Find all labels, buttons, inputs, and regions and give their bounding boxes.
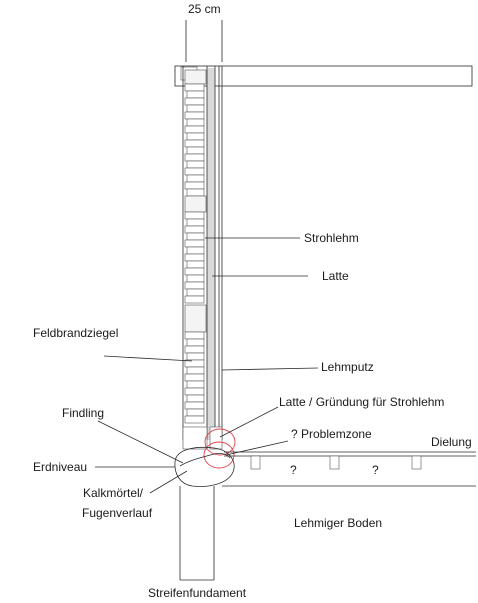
joist-3 <box>411 455 422 470</box>
label-lehmiger-boden: Lehmiger Boden <box>294 516 382 530</box>
brick-block <box>184 195 207 213</box>
brick <box>184 211 205 220</box>
leader-kalkmoertel <box>149 470 188 494</box>
problem-circle-1 <box>204 428 236 456</box>
label-kalkmoertel-2: Fugenverlauf <box>82 506 153 520</box>
label-erdniveau: Erdniveau <box>33 460 87 474</box>
leader-findling <box>97 420 184 464</box>
brick-courses <box>184 69 207 424</box>
brick <box>186 408 205 417</box>
brick <box>184 153 205 162</box>
leader-latte-gruendung <box>219 406 279 438</box>
brick <box>186 338 205 347</box>
brick <box>184 345 205 354</box>
label-feldbrandziegel: Feldbrandziegel <box>33 326 118 340</box>
label-strohlehm: Strohlehm <box>304 231 359 245</box>
label-kalkmoertel-1: Kalkmörtel/ <box>83 486 144 500</box>
brick <box>184 225 205 234</box>
leader-lehmputz <box>221 367 319 371</box>
kalkmoertel-line <box>179 452 231 467</box>
brick <box>186 90 205 99</box>
brick <box>184 97 205 106</box>
brick <box>186 188 205 197</box>
top-beam <box>174 65 473 87</box>
label-dielung: Dielung <box>431 435 472 449</box>
brick <box>186 218 205 227</box>
label-unknown-2: ? <box>372 463 379 477</box>
brick <box>184 331 205 340</box>
brick <box>184 267 205 276</box>
brick <box>184 181 205 190</box>
brick <box>184 373 205 382</box>
problem-circle-2 <box>203 441 235 469</box>
dimension-text: 25 cm <box>188 2 221 16</box>
brick <box>186 174 205 183</box>
brick <box>186 232 205 241</box>
brick <box>186 380 205 389</box>
brick <box>184 167 205 176</box>
brick <box>184 239 205 248</box>
brick <box>186 146 205 155</box>
brick <box>186 366 205 375</box>
brick <box>184 111 205 120</box>
brick-block <box>184 69 207 85</box>
leader-feldbrandziegel <box>103 355 193 362</box>
label-lehmputz: Lehmputz <box>321 360 374 374</box>
brick <box>184 125 205 134</box>
brick <box>186 118 205 127</box>
label-latte-gruendung: Latte / Gründung für Strohlehm <box>279 395 444 409</box>
brick <box>186 132 205 141</box>
strohlehm-layer <box>207 68 215 440</box>
brick <box>184 415 205 424</box>
brick <box>186 246 205 255</box>
leader-problemzone <box>225 440 289 456</box>
brick <box>184 139 205 148</box>
brick <box>186 288 205 297</box>
brick <box>184 401 205 410</box>
label-problemzone: ? Problemzone <box>291 427 372 441</box>
brick <box>184 281 205 290</box>
label-unknown-1: ? <box>290 463 297 477</box>
brick <box>184 253 205 262</box>
label-streifenfundament: Streifenfundament <box>148 586 247 600</box>
brick <box>186 160 205 169</box>
brick <box>184 83 205 92</box>
brick <box>186 104 205 113</box>
brick-block <box>184 304 207 333</box>
brick <box>186 352 205 361</box>
brick <box>186 260 205 269</box>
joist-2 <box>329 455 340 470</box>
label-latte: Latte <box>322 269 349 283</box>
latte-gruendung <box>209 426 223 450</box>
brick <box>186 274 205 283</box>
label-findling: Findling <box>62 406 104 420</box>
brick <box>184 295 205 304</box>
brick <box>184 387 205 396</box>
joist-1 <box>250 455 261 470</box>
findling-stone <box>174 446 235 487</box>
base-block <box>182 426 208 450</box>
brick <box>186 394 205 403</box>
